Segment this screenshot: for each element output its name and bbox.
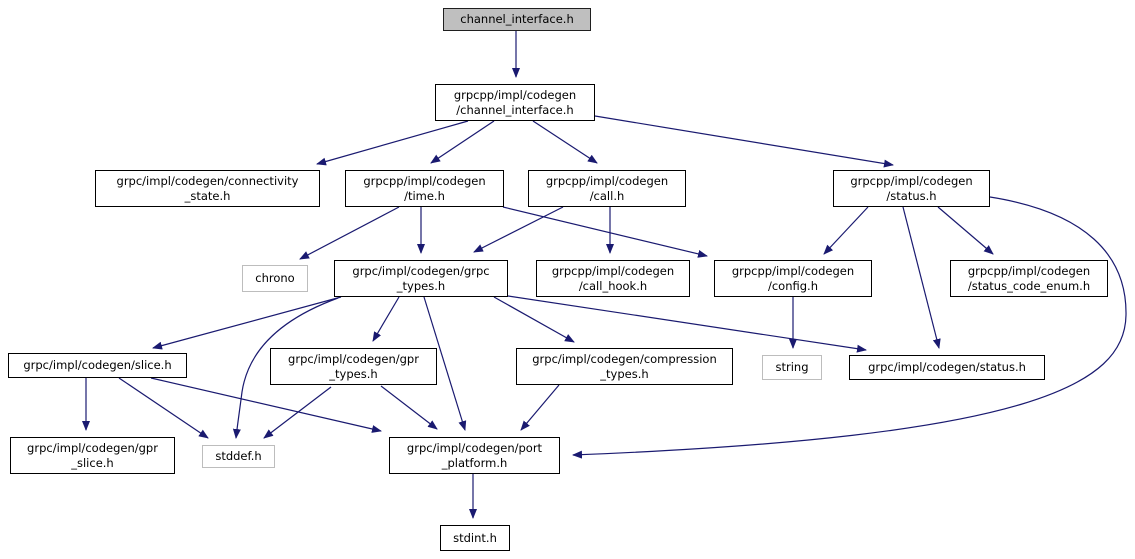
- edge-channel_interface-to-connectivity_state: [316, 120, 469, 166]
- node-slice[interactable]: grpc/impl/codegen/slice.h: [8, 353, 187, 378]
- edge-channel_interface-to-call: [532, 120, 598, 164]
- edge-grpc_types-to-port_platform: [423, 296, 467, 431]
- edge-status_cpp-to-config: [823, 206, 869, 255]
- edge-channel_interface-to-time: [430, 120, 495, 164]
- node-chrono: chrono: [242, 265, 308, 292]
- edge-slice-to-port_platform: [150, 377, 382, 433]
- node-port-platform[interactable]: grpc/impl/codegen/port _platform.h: [389, 437, 560, 474]
- edge-grpc_types-to-stddef: [232, 297, 339, 439]
- node-status-c[interactable]: grpc/impl/codegen/status.h: [849, 355, 1045, 380]
- node-grpc-types[interactable]: grpc/impl/codegen/grpc _types.h: [334, 260, 508, 297]
- edge-gpr_types-to-stddef: [263, 386, 332, 439]
- edge-call-to-grpc_types: [473, 206, 564, 253]
- node-config[interactable]: grpcpp/impl/codegen /config.h: [714, 260, 872, 297]
- node-stdint[interactable]: stdint.h: [440, 525, 510, 551]
- node-call[interactable]: grpcpp/impl/codegen /call.h: [528, 170, 686, 207]
- edge-time-to-config: [502, 206, 708, 258]
- node-status-cpp[interactable]: grpcpp/impl/codegen /status.h: [833, 170, 990, 207]
- node-gpr-slice[interactable]: grpc/impl/codegen/gpr _slice.h: [10, 437, 175, 474]
- node-call-hook[interactable]: grpcpp/impl/codegen /call_hook.h: [536, 260, 690, 297]
- edge-grpc_types-to-status_c: [507, 295, 867, 353]
- edge-status_cpp-to-status_c: [902, 206, 941, 349]
- node-channel-interface[interactable]: grpcpp/impl/codegen /channel_interface.h: [435, 84, 595, 121]
- edge-channel_interface-to-status_cpp: [594, 115, 894, 168]
- edge-gpr_types-to-port_platform: [380, 385, 438, 430]
- node-string: string: [762, 355, 822, 380]
- edge-grpc_types-to-gpr_types: [372, 296, 400, 342]
- node-compression-types[interactable]: grpc/impl/codegen/compression _types.h: [516, 348, 733, 385]
- edge-status_cpp-to-status_code_enum: [937, 206, 994, 255]
- edge-time-to-chrono: [299, 206, 400, 260]
- node-stddef: stddef.h: [202, 445, 275, 468]
- edge-grpc_types-to-slice: [152, 296, 342, 350]
- edge-status_cpp-to-port_platform: [572, 196, 1127, 459]
- node-time[interactable]: grpcpp/impl/codegen /time.h: [345, 170, 504, 207]
- node-status-code-enum[interactable]: grpcpp/impl/codegen /status_code_enum.h: [950, 260, 1108, 297]
- node-connectivity-state[interactable]: grpc/impl/codegen/connectivity _state.h: [95, 170, 320, 207]
- edge-grpc_types-to-compression_types: [493, 296, 575, 343]
- node-root: channel_interface.h: [443, 8, 591, 31]
- edge-compression_types-to-port_platform: [520, 384, 560, 431]
- edge-slice-to-stddef: [118, 377, 209, 439]
- node-gpr-types[interactable]: grpc/impl/codegen/gpr _types.h: [270, 348, 437, 385]
